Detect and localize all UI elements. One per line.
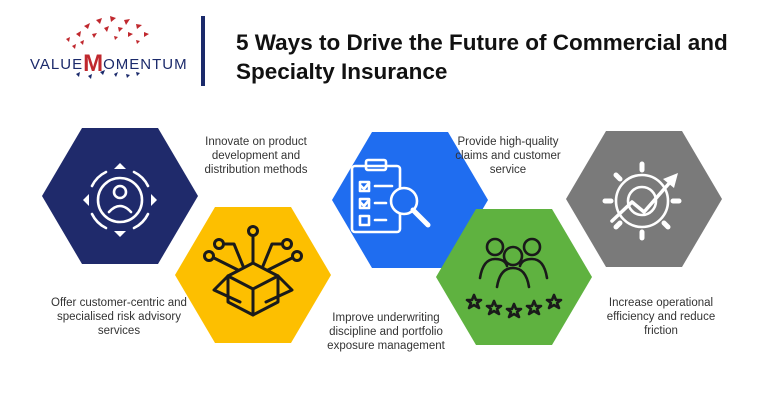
title-divider [201,16,205,86]
logo-prefix: VALUE [30,56,84,73]
step-4-caption: Increase operational efficiency and redu… [606,297,716,337]
team-rating-icon [465,237,563,319]
hexagon-step-5 [566,131,722,267]
logo-suffix: OMENTUM [103,56,188,73]
step-2-caption: Improve underwriting discipline and port… [327,312,445,352]
open-box-network-icon [203,225,303,317]
hexagon-step-4 [436,209,592,345]
customer-cycle-icon [83,163,157,237]
valuemomentum-logo: VALUEMOMENTUM [18,14,188,84]
logo-wordmark: VALUEMOMENTUM [30,50,188,78]
logo-initial: M [83,50,104,77]
logo-burst-icon [66,16,149,79]
page-title: 5 Ways to Drive the Future of Commercial… [236,30,728,84]
gear-growth-icon [602,161,682,241]
hexagon-step-1 [42,128,198,264]
clipboard-search-icon [350,158,431,234]
step-3-caption: Innovate on product development and dist… [204,136,308,176]
step-1-caption: Offer customer-centric and specialised r… [51,297,187,337]
step-5-caption: Provide high-quality claims and customer… [455,136,561,176]
